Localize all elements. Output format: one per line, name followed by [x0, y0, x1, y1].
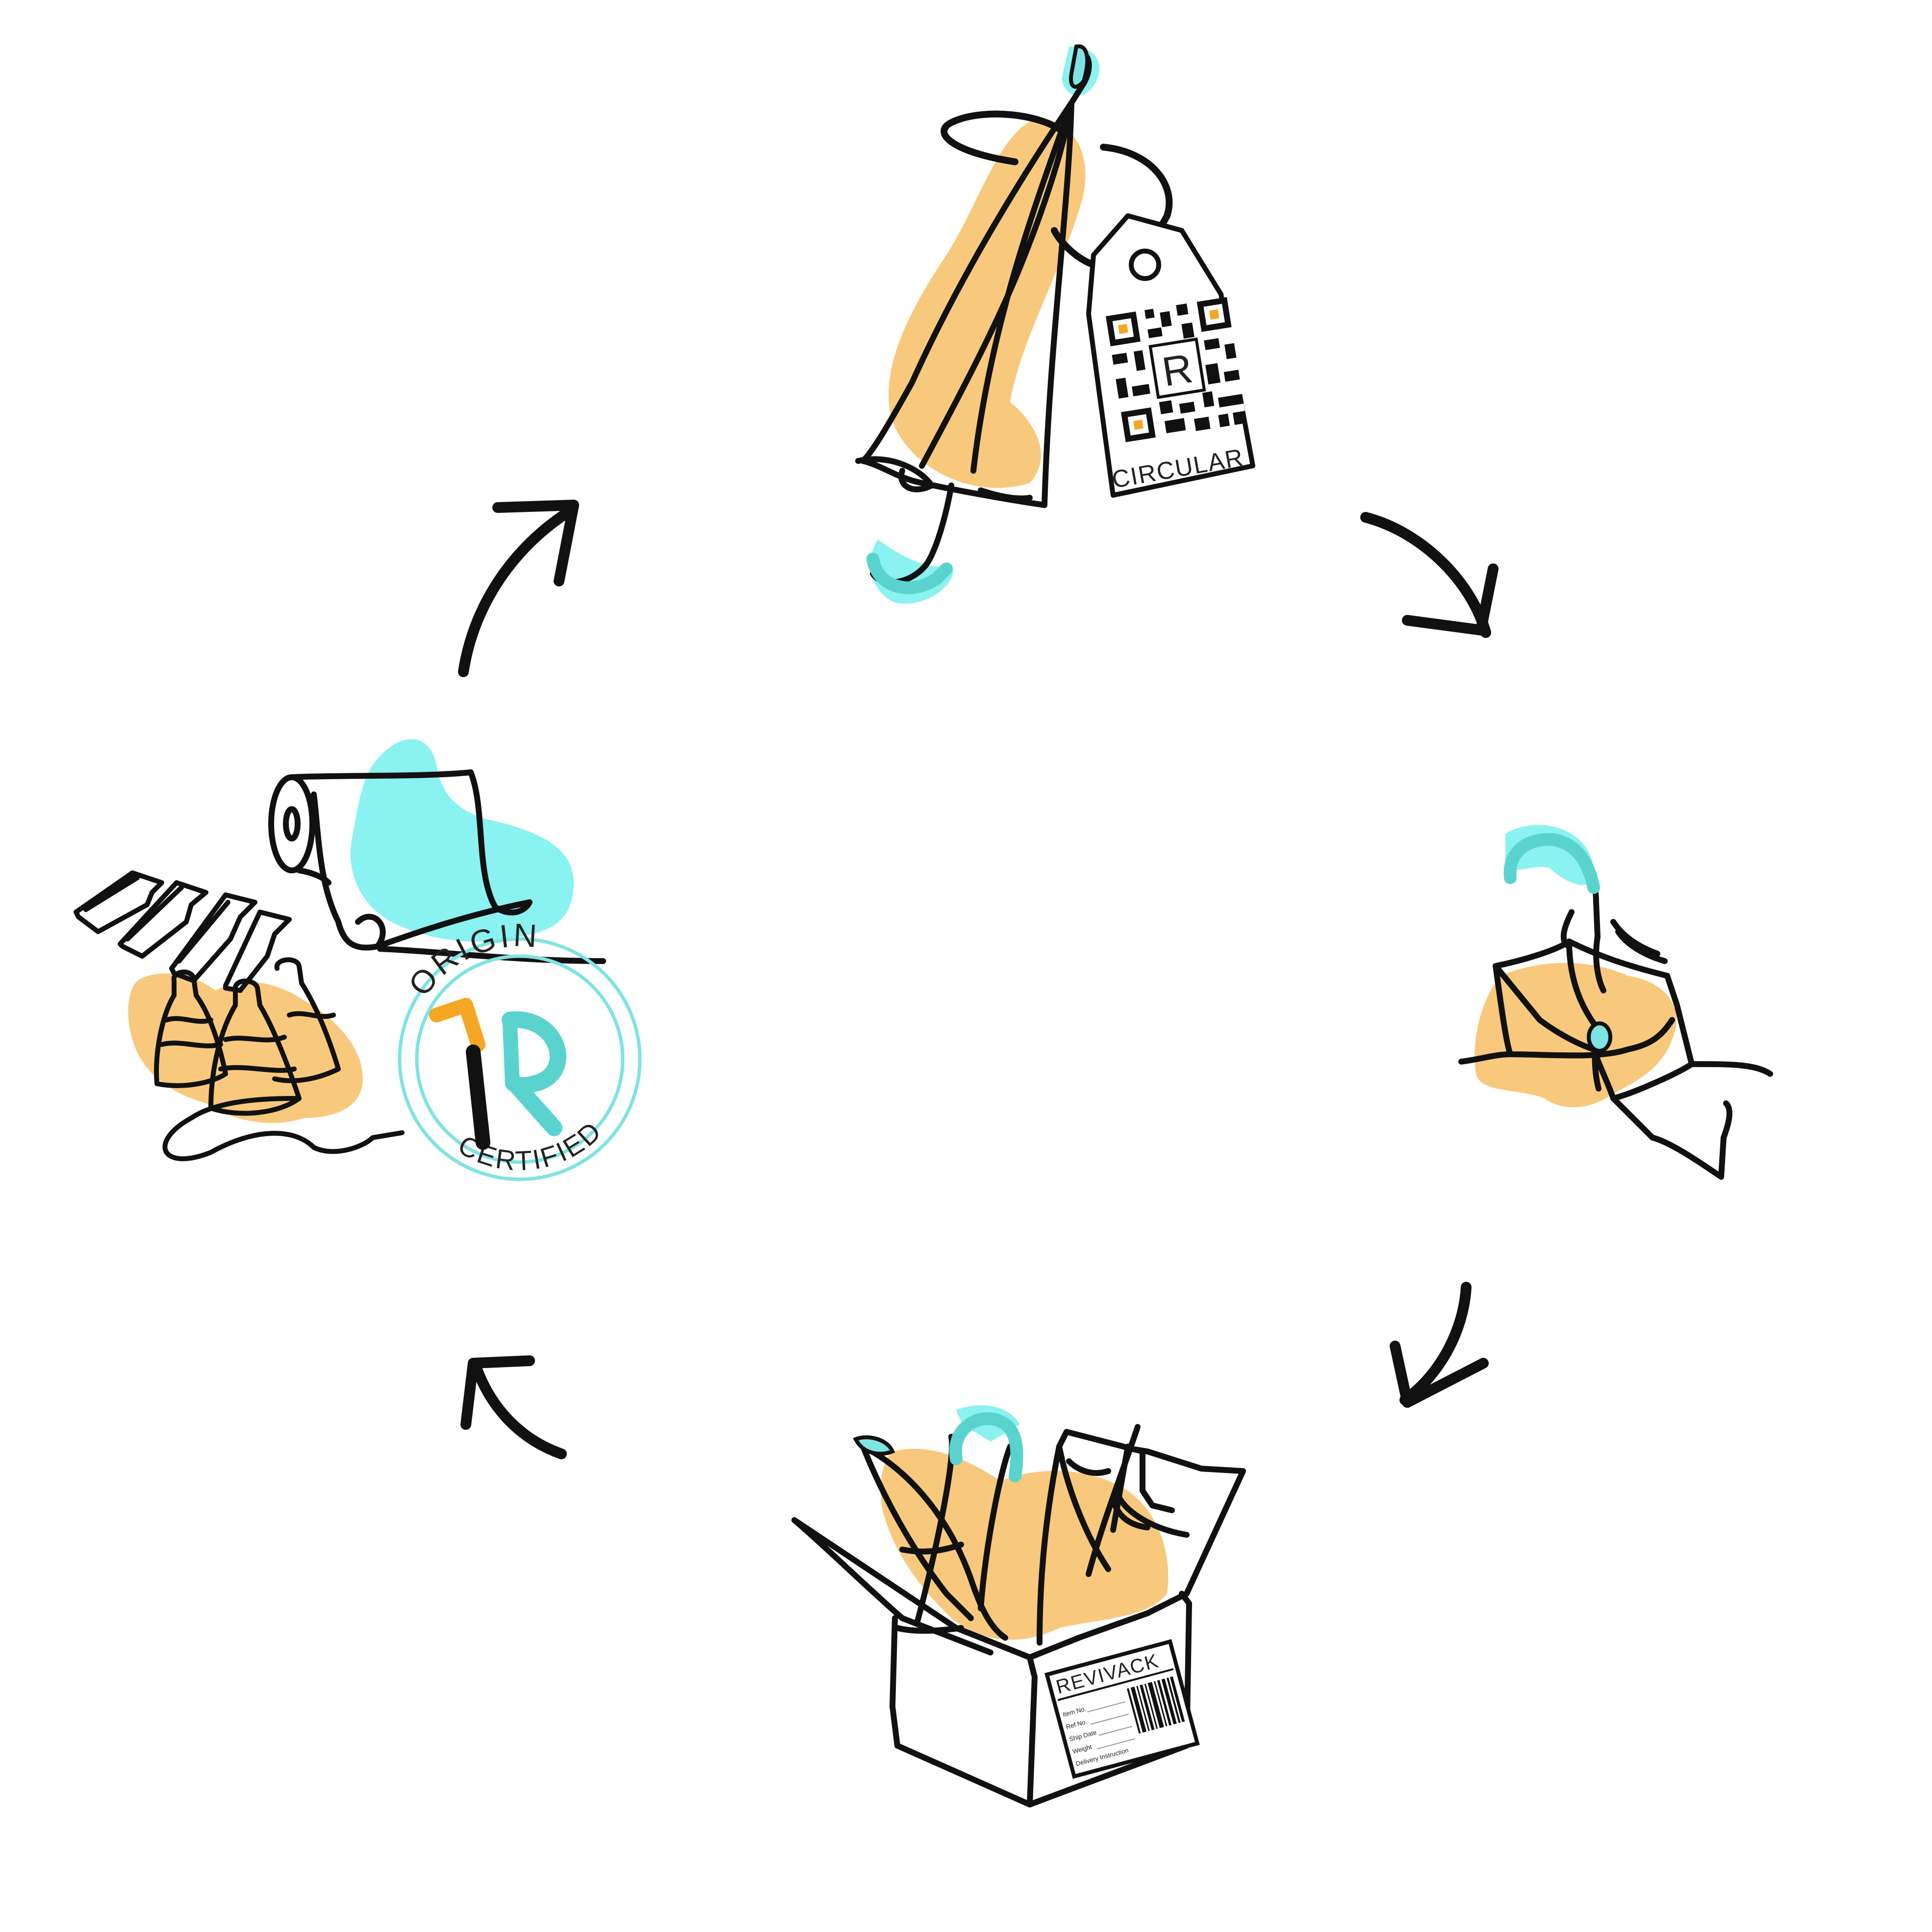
arrow-top-left	[463, 505, 574, 672]
shipping-label: REVIVACK Item No. Ref No. Ship Date Weig…	[1047, 1642, 1197, 1777]
arrow-top-right	[1366, 517, 1493, 633]
step-collection-box: REVIVACK Item No. Ref No. Ship Date Weig…	[794, 1405, 1243, 1805]
qr-tag: R CIRCULAR	[1089, 216, 1253, 495]
step-raw-materials: ORIGIN CERTIFIED	[76, 739, 640, 1179]
qr-code-icon: R	[1106, 297, 1247, 442]
cycle-arrows	[463, 505, 1493, 1454]
arrow-bottom-right	[1395, 1287, 1483, 1402]
step-broken-umbrella	[1461, 825, 1770, 1177]
arrow-bottom-left	[466, 1361, 561, 1454]
seal-logo-icon	[436, 1005, 558, 1143]
umbrella-tip-icon	[1071, 46, 1087, 87]
box-umbrella-tip-icon	[856, 1437, 892, 1454]
origin-certified-seal: ORIGIN CERTIFIED	[400, 916, 640, 1179]
rivet-icon	[1589, 1023, 1610, 1051]
cyan-blob	[351, 739, 574, 941]
step-tagged-umbrella: R CIRCULAR	[858, 46, 1253, 604]
